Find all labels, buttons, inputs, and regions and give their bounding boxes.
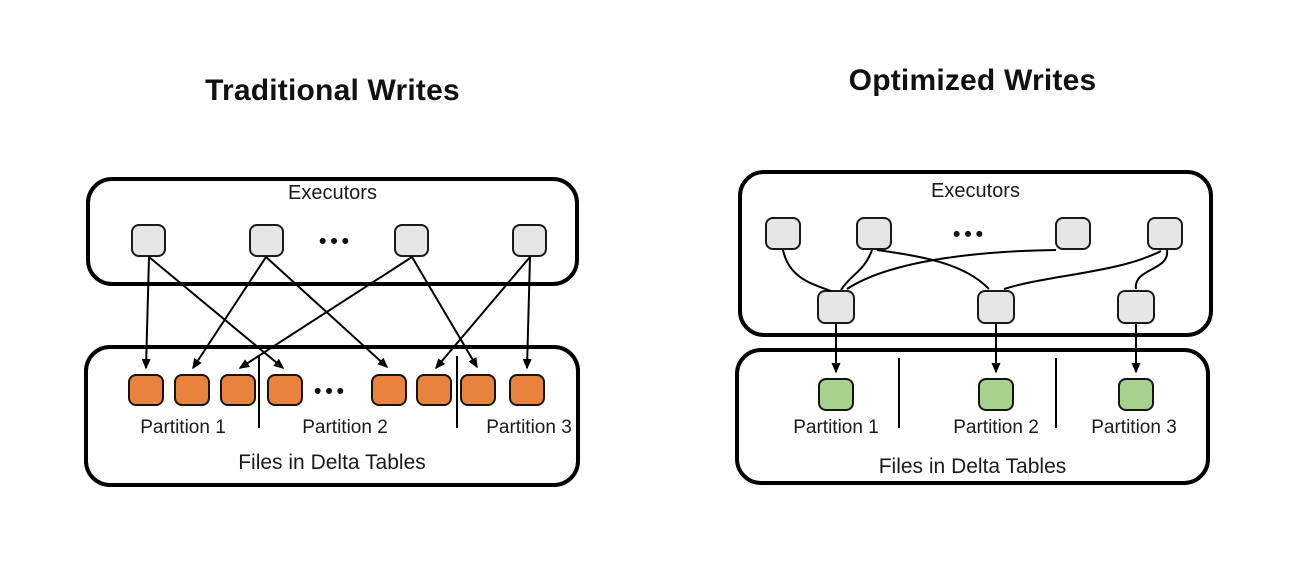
executor-task-box bbox=[1055, 217, 1091, 250]
file-box bbox=[416, 374, 452, 406]
traditional-writes-title: Traditional Writes bbox=[205, 74, 460, 107]
file-box bbox=[818, 378, 854, 411]
executors-ellipsis: ••• bbox=[318, 230, 354, 253]
executors-ellipsis: ••• bbox=[952, 223, 988, 246]
file-box bbox=[220, 374, 256, 406]
file-box bbox=[1118, 378, 1154, 411]
writer-task-box bbox=[817, 290, 855, 324]
file-box bbox=[128, 374, 164, 406]
partition-1-label: Partition 1 bbox=[140, 417, 226, 438]
file-box bbox=[174, 374, 210, 406]
file-box bbox=[371, 374, 407, 406]
executor-task-box bbox=[394, 224, 429, 257]
files-ellipsis: ••• bbox=[313, 380, 349, 403]
writer-task-box bbox=[977, 290, 1015, 324]
executor-task-box bbox=[131, 224, 166, 257]
partition-2-label: Partition 2 bbox=[302, 417, 388, 438]
traditional-files-label: Files in Delta Tables bbox=[238, 451, 426, 474]
optimized-files-box bbox=[735, 348, 1210, 485]
file-box bbox=[509, 374, 545, 406]
optimized-writes-title: Optimized Writes bbox=[848, 64, 1097, 97]
executor-task-box bbox=[856, 217, 892, 250]
file-box bbox=[978, 378, 1014, 411]
partition-3-label: Partition 3 bbox=[1091, 417, 1177, 438]
executor-task-box bbox=[512, 224, 547, 257]
executor-task-box bbox=[249, 224, 284, 257]
file-box bbox=[267, 374, 303, 406]
partition-1-label: Partition 1 bbox=[793, 417, 879, 438]
traditional-executors-label: Executors bbox=[288, 182, 377, 204]
partition-2-label: Partition 2 bbox=[953, 417, 1039, 438]
optimized-files-label: Files in Delta Tables bbox=[878, 455, 1067, 478]
optimized-executors-label: Executors bbox=[931, 180, 1020, 202]
file-box bbox=[460, 374, 496, 406]
executor-task-box bbox=[1147, 217, 1183, 250]
executor-task-box bbox=[765, 217, 801, 250]
partition-3-label: Partition 3 bbox=[486, 417, 572, 438]
writer-task-box bbox=[1117, 290, 1155, 324]
